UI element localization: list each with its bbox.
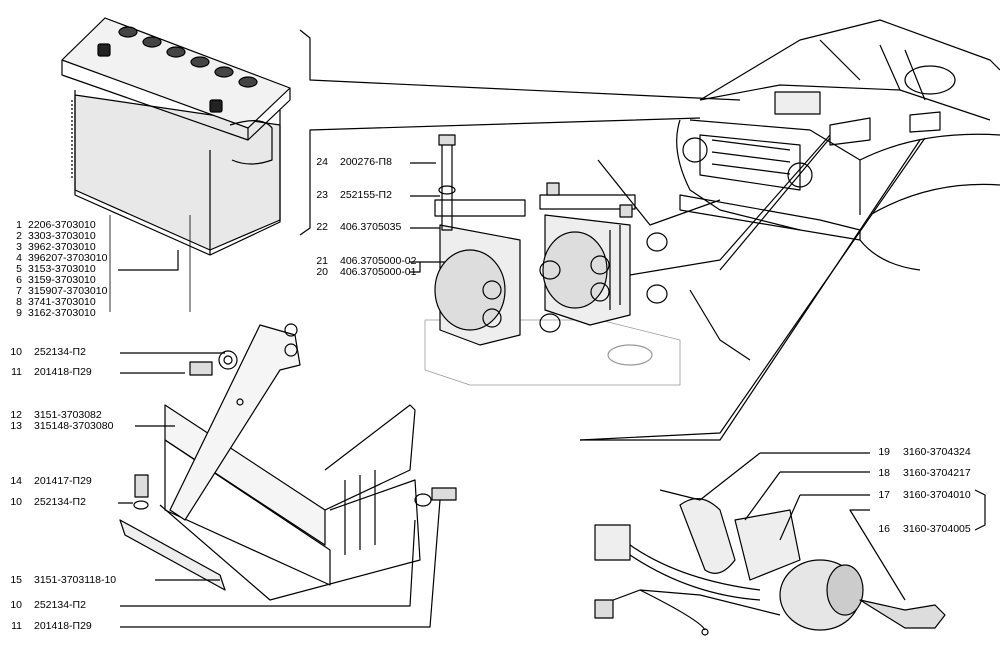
part-num: 24 (316, 156, 328, 168)
part-num: 20 (316, 266, 328, 278)
part-num: 17 (878, 489, 890, 501)
part-num: 2 (16, 230, 22, 242)
part-num: 18 (878, 467, 890, 479)
part-code: 252134-П2 (34, 599, 86, 611)
part-code: 315907-3703010 (28, 285, 108, 297)
part-num: 4 (16, 252, 22, 264)
part-code: 3151-3703118-10 (34, 574, 117, 586)
part-num: 23 (316, 189, 328, 201)
part-code: 406.3705000-02 (340, 255, 417, 267)
car-front-illustration (676, 19, 1000, 271)
part-code: 3153-3703010 (28, 263, 96, 275)
part-code: 200276-П8 (340, 156, 392, 168)
part-code: 3160-3704324 (903, 446, 971, 458)
part-num: 3 (16, 241, 22, 253)
part-num: 21 (316, 255, 328, 267)
part-code: 3160-3704005 (903, 523, 971, 535)
part-num: 9 (16, 307, 22, 319)
part-code: 3741-3703010 (28, 296, 96, 308)
ignition-coils-illustration (424, 134, 681, 386)
part-code: 3303-3703010 (28, 230, 96, 242)
part-num: 19 (878, 446, 890, 458)
part-code: 3151-3703082 (34, 409, 102, 421)
part-num: 8 (16, 296, 22, 308)
part-code: 252155-П2 (340, 189, 392, 201)
part-num: 16 (878, 523, 890, 535)
part-code: 2206-3703010 (28, 219, 96, 231)
part-code: 3162-3703010 (28, 307, 96, 319)
part-num: 7 (16, 285, 22, 297)
part-num: 10 (10, 346, 22, 358)
part-code: 3159-3703010 (28, 274, 96, 286)
part-num: 6 (16, 274, 22, 286)
part-num: 10 (10, 496, 22, 508)
part-code: 3160-3704010 (903, 489, 971, 501)
part-num: 15 (10, 574, 22, 586)
part-num: 14 (10, 475, 22, 487)
part-code: 406.3705000-01 (340, 266, 417, 278)
part-code: 315148-3703080 (34, 420, 114, 432)
ignition-switch-illustration (594, 489, 946, 636)
part-code: 252134-П2 (34, 496, 86, 508)
part-num: 22 (316, 221, 328, 233)
part-code: 201418-П29 (34, 620, 92, 632)
part-code: 3160-3704217 (903, 467, 971, 479)
part-num: 1 (16, 219, 22, 231)
part-num: 5 (16, 263, 22, 275)
part-code: 201417-П29 (34, 475, 92, 487)
battery-tray-illustration (119, 323, 457, 601)
battery-illustration (61, 17, 291, 256)
part-code: 3962-3703010 (28, 241, 96, 253)
part-num: 10 (10, 599, 22, 611)
part-num: 11 (11, 366, 22, 378)
part-code: 252134-П2 (34, 346, 86, 358)
part-num: 12 (10, 409, 22, 421)
part-num: 11 (11, 620, 22, 632)
part-code: 201418-П29 (34, 366, 92, 378)
part-code: 406.3705035 (340, 221, 402, 233)
part-code: 396207-3703010 (28, 252, 108, 264)
part-num: 13 (10, 420, 22, 432)
